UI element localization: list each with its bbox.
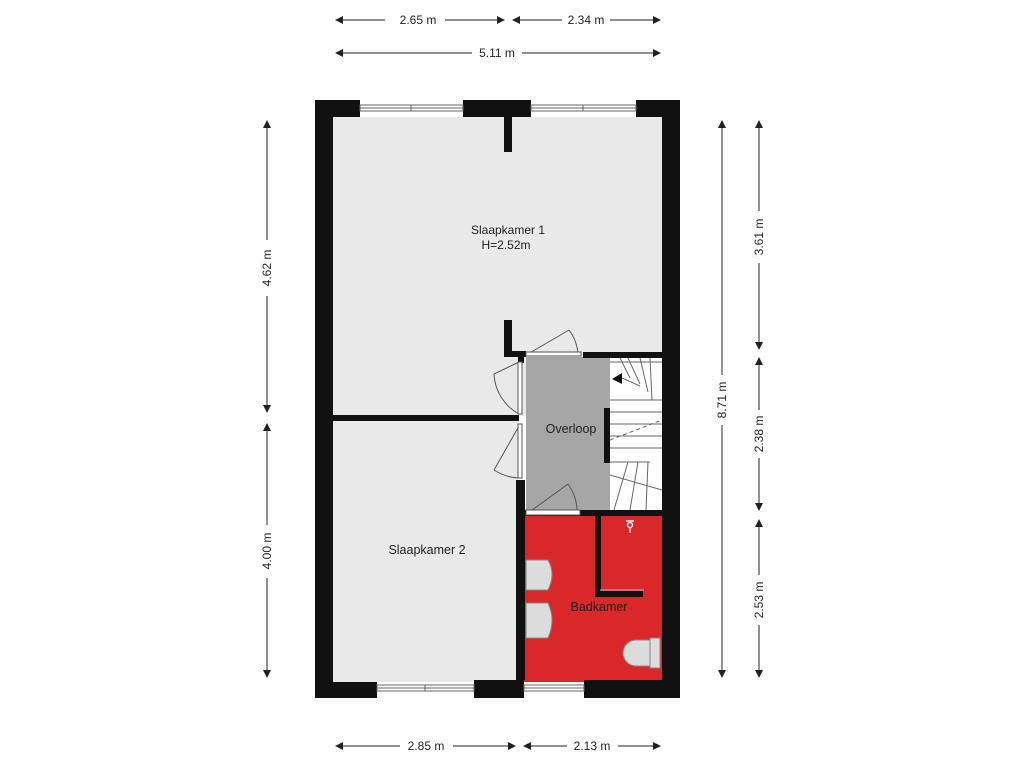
dim-top-right-label: 2.34 m: [568, 13, 605, 27]
toilet-icon: [622, 637, 661, 669]
wall-stair-rail: [604, 408, 610, 463]
sink-icon: [525, 559, 553, 591]
windows: [359, 104, 637, 692]
wall-top-right: [636, 100, 680, 117]
dimension-lines: [263, 16, 763, 750]
doors: [493, 329, 582, 516]
floors: [333, 117, 662, 682]
walls: [315, 100, 680, 698]
dim-top-total-label: 5.11 m: [479, 46, 515, 60]
shower-head-icon: [626, 520, 634, 533]
wall-top-left: [315, 100, 360, 117]
wall-bedroom1-corridor: [504, 351, 526, 357]
wall-bottom-right: [584, 680, 680, 698]
window-icon: [359, 104, 464, 112]
dim-left-upper-label: 4.62 m: [260, 250, 274, 287]
slaapkamer2-floor: [333, 421, 518, 682]
room-label-slaapkamer2: Slaapkamer 2: [388, 543, 465, 557]
stair-arrow-icon: [612, 373, 641, 387]
wall-bedrooms-divider: [333, 415, 519, 421]
overloop-floor: [526, 357, 610, 511]
room-labels: Slaapkamer 1 H=2.52m Slaapkamer 2 Overlo…: [388, 223, 627, 614]
dim-right-upper-label: 3.61 m: [752, 219, 766, 256]
dim-left-lower-label: 4.00 m: [260, 533, 274, 570]
dim-bottom-right-label: 2.13 m: [574, 739, 611, 753]
wall-corridor-left: [518, 357, 524, 363]
stair-floor: [610, 357, 662, 511]
dim-top-left-label: 2.65 m: [400, 13, 437, 27]
wall-bottom-mid: [474, 680, 524, 698]
wall-bath-west: [516, 480, 525, 680]
dimension-labels: 2.65 m 2.34 m 5.11 m 4.62 m 4.00 m 8.71 …: [260, 13, 766, 753]
wall-bottom-left: [315, 682, 377, 698]
door-swing-icon: [525, 483, 581, 516]
door-swing-icon: [493, 423, 523, 479]
dim-bottom-left-label: 2.85 m: [408, 739, 445, 753]
window-icon: [523, 684, 585, 692]
wall-shower-south: [595, 591, 643, 597]
room-label-badkamer: Badkamer: [571, 600, 628, 614]
window-icon: [376, 684, 475, 692]
stairs: [609, 357, 663, 511]
wall-stub-bedroom1: [504, 320, 512, 357]
wall-shower-west: [595, 516, 601, 596]
wall-right: [662, 100, 680, 698]
room-label-slaapkamer1: Slaapkamer 1: [471, 223, 545, 237]
room-height-slaapkamer1: H=2.52m: [481, 238, 530, 252]
door-swing-icon: [525, 329, 582, 357]
wall-stub-top: [504, 117, 512, 152]
wall-left: [315, 100, 333, 698]
wall-top-mid: [463, 100, 531, 117]
wall-landing-stair-top: [583, 352, 662, 358]
wall-overloop-bath: [524, 510, 662, 516]
room-label-overloop: Overloop: [546, 422, 597, 436]
door-swing-icon: [493, 361, 523, 415]
window-icon: [530, 104, 637, 112]
dim-right-total-label: 8.71 m: [715, 382, 729, 419]
sink-icon: [525, 602, 553, 639]
bathroom-fixtures: [525, 520, 661, 669]
dim-right-middle-label: 2.38 m: [752, 416, 766, 453]
dim-right-lower-label: 2.53 m: [752, 582, 766, 619]
